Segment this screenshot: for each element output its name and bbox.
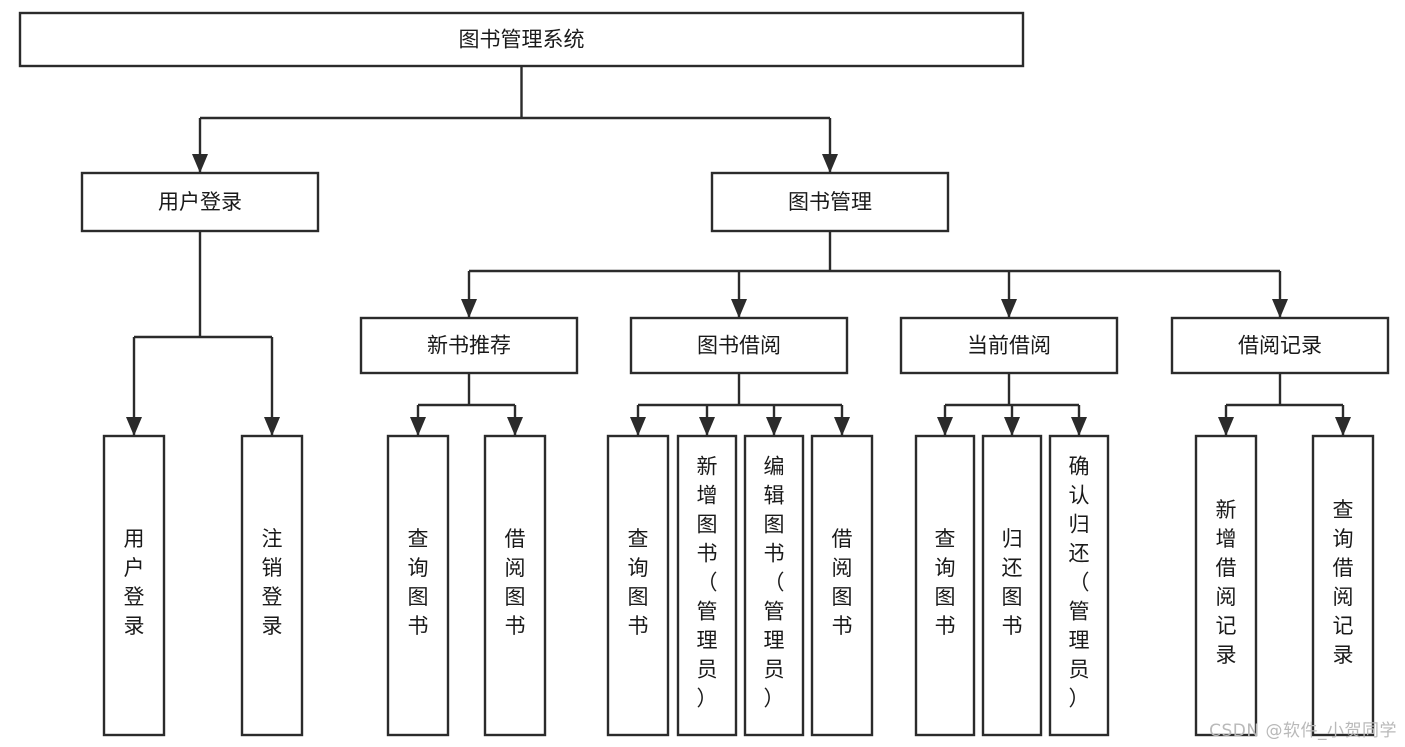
node-box bbox=[102, 434, 166, 737]
arrow-head-icon bbox=[731, 299, 747, 318]
arrow-head-icon bbox=[1004, 417, 1020, 436]
node-leaf-logout[interactable]: 注销登录 bbox=[240, 434, 304, 737]
node-label: 当前借阅 bbox=[967, 334, 1051, 358]
arrow-head-icon bbox=[264, 417, 280, 436]
arrow-head-icon bbox=[699, 417, 715, 436]
node-label: 归还图书 bbox=[1002, 527, 1023, 638]
arrow-head-icon bbox=[507, 417, 523, 436]
node-leaf-query-book-3[interactable]: 查询图书 bbox=[914, 434, 976, 737]
node-label: 图书管理系统 bbox=[459, 28, 585, 52]
node-box bbox=[18, 11, 1025, 68]
node-root[interactable]: 图书管理系统 bbox=[18, 11, 1025, 68]
node-label: 查询借阅记录 bbox=[1333, 498, 1354, 667]
node-label: 用户登录 bbox=[124, 527, 145, 638]
node-l3-current-borrow[interactable]: 当前借阅 bbox=[899, 316, 1119, 375]
node-layer: 图书管理系统用户登录图书管理新书推荐图书借阅当前借阅借阅记录用户登录注销登录查询… bbox=[18, 11, 1390, 737]
node-l3-new-book-rec[interactable]: 新书推荐 bbox=[359, 316, 579, 375]
arrow-head-icon bbox=[1218, 417, 1234, 436]
node-box bbox=[1311, 434, 1375, 737]
arrow-head-icon bbox=[766, 417, 782, 436]
arrow-head-icon bbox=[834, 417, 850, 436]
node-box bbox=[80, 171, 320, 233]
arrow-head-icon bbox=[192, 154, 208, 173]
node-label: 借阅记录 bbox=[1238, 334, 1322, 358]
arrow-head-icon bbox=[1335, 417, 1351, 436]
csdn-watermark: CSDN @软件_小贺同学 bbox=[1209, 721, 1397, 741]
node-leaf-user-login[interactable]: 用户登录 bbox=[102, 434, 166, 737]
node-leaf-query-book-2[interactable]: 查询图书 bbox=[606, 434, 670, 737]
arrow-head-icon bbox=[126, 417, 142, 436]
node-l2-user-login[interactable]: 用户登录 bbox=[80, 171, 320, 233]
node-label: 图书管理 bbox=[788, 190, 872, 214]
node-label: 新增借阅记录 bbox=[1216, 498, 1237, 667]
node-box bbox=[743, 434, 805, 737]
node-label: 编辑图书（管理员） bbox=[764, 455, 785, 711]
node-leaf-borrow-book-2[interactable]: 借阅图书 bbox=[810, 434, 874, 737]
arrow-head-icon bbox=[461, 299, 477, 318]
node-box bbox=[810, 434, 874, 737]
node-label: 借阅图书 bbox=[832, 527, 853, 638]
node-box bbox=[1170, 316, 1390, 375]
edge-layer bbox=[126, 66, 1351, 436]
node-box bbox=[483, 434, 547, 737]
node-box bbox=[386, 434, 450, 737]
node-box bbox=[981, 434, 1043, 737]
node-label: 查询图书 bbox=[935, 527, 956, 638]
node-leaf-return-book[interactable]: 归还图书 bbox=[981, 434, 1043, 737]
node-label: 注销登录 bbox=[262, 527, 283, 638]
node-box bbox=[240, 434, 304, 737]
node-leaf-add-record[interactable]: 新增借阅记录 bbox=[1194, 434, 1258, 737]
node-l2-book-manage[interactable]: 图书管理 bbox=[710, 171, 950, 233]
node-box bbox=[710, 171, 950, 233]
node-box bbox=[629, 316, 849, 375]
arrow-head-icon bbox=[1272, 299, 1288, 318]
node-label: 确认归还（管理员） bbox=[1069, 455, 1090, 711]
node-l3-borrow-record[interactable]: 借阅记录 bbox=[1170, 316, 1390, 375]
node-leaf-edit-book[interactable]: 编辑图书（管理员） bbox=[743, 434, 805, 737]
node-label: 查询图书 bbox=[628, 527, 649, 638]
node-l3-book-borrow[interactable]: 图书借阅 bbox=[629, 316, 849, 375]
node-box bbox=[676, 434, 738, 737]
node-box bbox=[606, 434, 670, 737]
node-label: 新书推荐 bbox=[427, 334, 511, 358]
node-box bbox=[1194, 434, 1258, 737]
node-label: 借阅图书 bbox=[505, 527, 526, 638]
arrow-head-icon bbox=[1071, 417, 1087, 436]
node-leaf-query-record[interactable]: 查询借阅记录 bbox=[1311, 434, 1375, 737]
node-box bbox=[899, 316, 1119, 375]
node-leaf-borrow-book-1[interactable]: 借阅图书 bbox=[483, 434, 547, 737]
arrow-head-icon bbox=[937, 417, 953, 436]
node-leaf-confirm-return[interactable]: 确认归还（管理员） bbox=[1048, 434, 1110, 737]
node-box bbox=[1048, 434, 1110, 737]
node-leaf-add-book[interactable]: 新增图书（管理员） bbox=[676, 434, 738, 737]
arrow-head-icon bbox=[822, 154, 838, 173]
node-box bbox=[914, 434, 976, 737]
node-label: 查询图书 bbox=[408, 527, 429, 638]
arrow-head-icon bbox=[1001, 299, 1017, 318]
node-label: 用户登录 bbox=[158, 190, 242, 214]
node-box bbox=[359, 316, 579, 375]
node-label: 图书借阅 bbox=[697, 334, 781, 358]
node-leaf-query-book-1[interactable]: 查询图书 bbox=[386, 434, 450, 737]
arrow-head-icon bbox=[410, 417, 426, 436]
arrow-head-icon bbox=[630, 417, 646, 436]
node-label: 新增图书（管理员） bbox=[697, 455, 718, 711]
